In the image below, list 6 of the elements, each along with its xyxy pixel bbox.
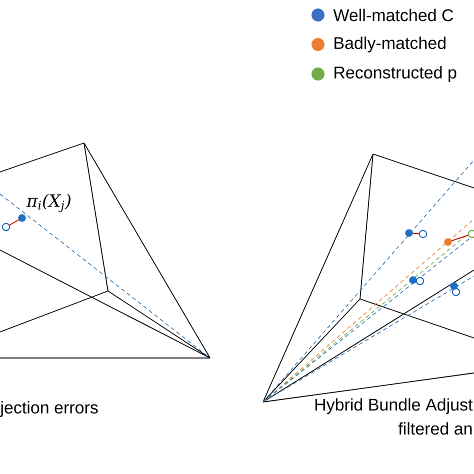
caption: Hybrid Bundle Adjust filtered an <box>315 398 473 435</box>
caption: jection errors <box>0 401 98 417</box>
legend-label: Well-matched C <box>333 8 454 22</box>
formula-label: π$_{i}$(X$_{j}$) <box>26 194 70 212</box>
legend-label: Badly-matched <box>334 36 446 52</box>
legend-label: Reconstructed p <box>334 66 456 82</box>
